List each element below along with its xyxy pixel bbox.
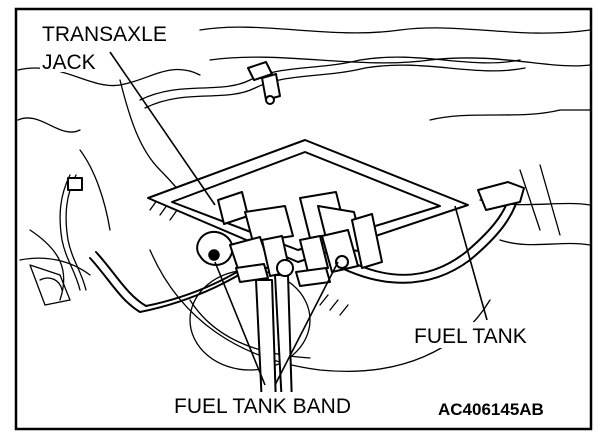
- fuel-tank-band-label: FUEL TANK BAND: [174, 395, 351, 418]
- figure-code-bg: [436, 396, 560, 420]
- transaxle-label-bg: [40, 20, 186, 44]
- transaxle-jack-leader: [109, 51, 216, 206]
- fuel-tank-band-straps: [89, 181, 525, 313]
- transaxle-jack: [147, 139, 469, 406]
- fuel-tank-band-leader-right: [274, 261, 339, 386]
- figure-code: AC406145AB: [438, 400, 544, 419]
- jack-label-bg: [40, 48, 104, 72]
- fuel-tank-leader: [454, 205, 488, 321]
- fuel-tank-label: FUEL TANK: [414, 325, 527, 348]
- vehicle-underbody-background: [17, 26, 591, 372]
- transaxle-jack-label-line1: TRANSAXLE: [42, 23, 167, 46]
- fuel-tank-label-bg: [412, 322, 552, 348]
- leader-lines: [109, 51, 488, 386]
- fuel-tank-band-leader-left: [214, 261, 266, 386]
- fuel-tank-band-label-bg: [172, 392, 384, 418]
- transaxle-jack-label-line2: JACK: [42, 51, 96, 74]
